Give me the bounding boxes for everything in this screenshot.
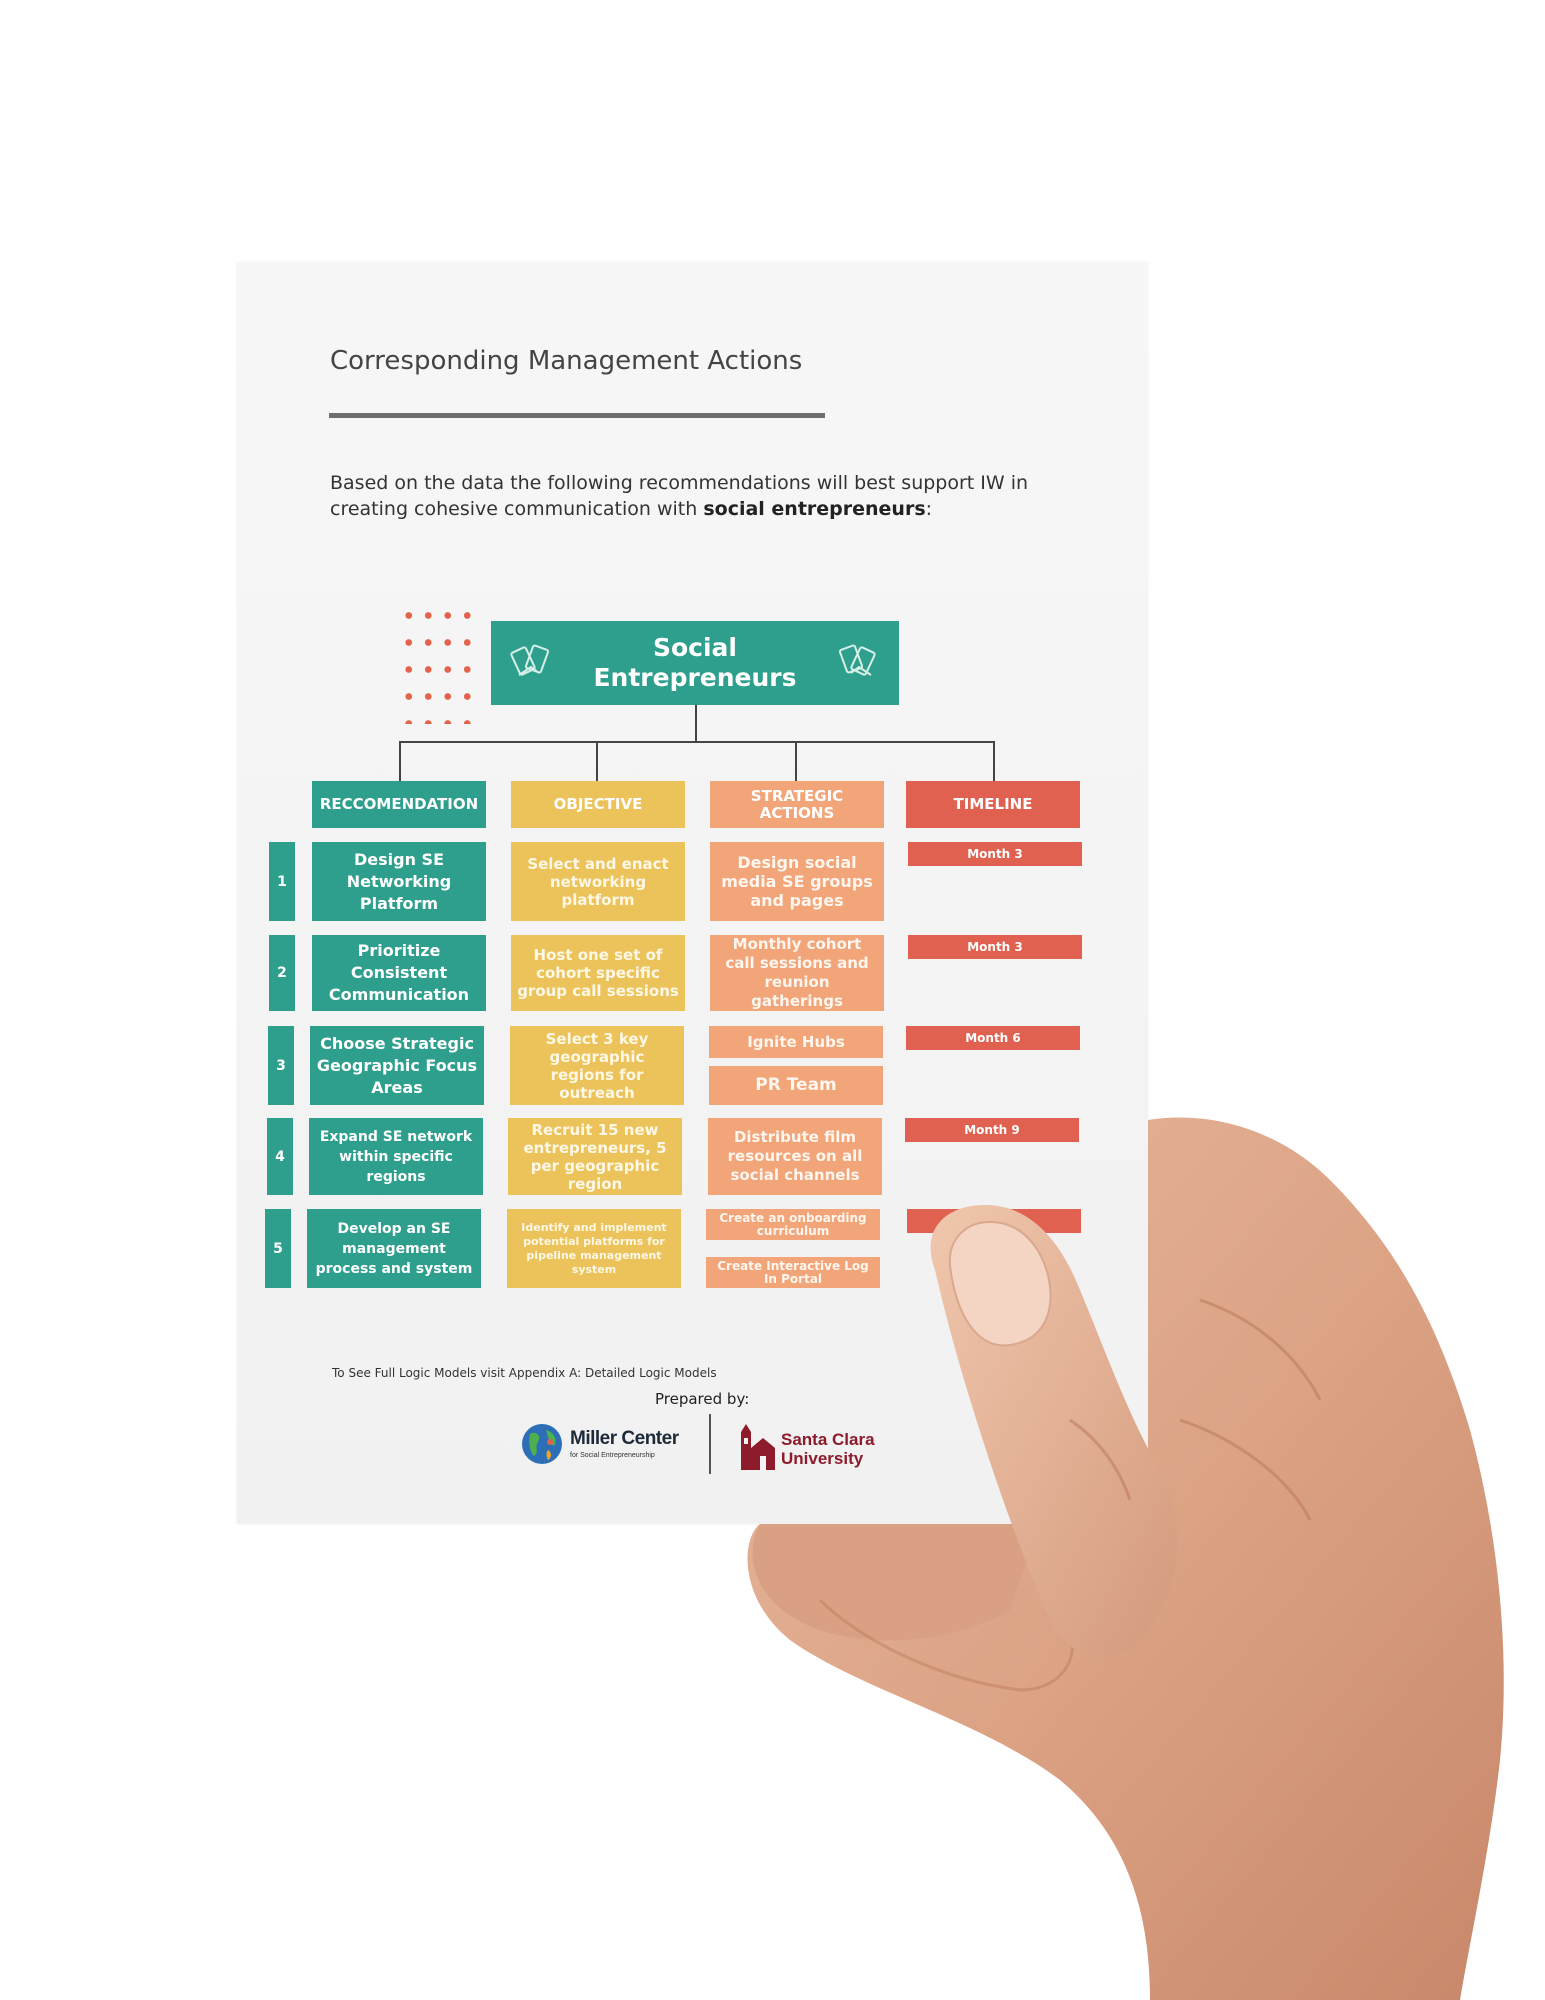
header-timeline: TIMELINE xyxy=(906,781,1080,828)
header-strategic-actions: STRATEGIC ACTIONS xyxy=(710,781,884,828)
row-number: 4 xyxy=(267,1118,293,1195)
intro-text: Based on the data the following recommen… xyxy=(330,472,1029,520)
logo-divider xyxy=(709,1414,711,1474)
santa-clara-line2: University xyxy=(781,1449,864,1468)
objective-cell: Identify and implement potential platfor… xyxy=(507,1209,681,1288)
decorative-dot-grid xyxy=(399,602,475,724)
miller-center-tagline: for Social Entrepreneurship xyxy=(570,1452,655,1459)
intro-punct: : xyxy=(925,498,933,520)
recommendation-cell: Choose Strategic Geographic Focus Areas xyxy=(310,1026,484,1105)
action-cell: Design social media SE groups and pages xyxy=(710,842,884,921)
recommendation-cell: Expand SE network within specific region… xyxy=(309,1118,483,1195)
action-cell: Create an onboarding curriculum xyxy=(706,1209,880,1240)
connector-line xyxy=(695,705,697,742)
santa-clara-line1: Santa Clara xyxy=(781,1430,875,1449)
action-cell: Create Interactive Log In Portal xyxy=(706,1257,880,1288)
santa-clara-name: Santa Clara University xyxy=(781,1430,875,1468)
intro-paragraph: Based on the data the following recommen… xyxy=(330,470,1090,522)
objective-cell: Select 3 key geographic regions for outr… xyxy=(510,1026,684,1105)
thumbnail xyxy=(948,1220,1052,1347)
header-strategic-line1: STRATEGIC xyxy=(750,786,844,805)
connector-line xyxy=(596,741,598,782)
finger xyxy=(818,1598,1075,1692)
finger-crease xyxy=(1199,1298,1322,1401)
action-cell: PR Team xyxy=(709,1066,883,1105)
globe-icon xyxy=(522,1424,562,1464)
action-cell: Monthly cohort call sessions and reunion… xyxy=(710,935,884,1011)
thumb-knuckle xyxy=(1069,1418,1132,1501)
root-label: Social Entrepreneurs xyxy=(593,633,796,693)
intro-bold: social entrepreneurs xyxy=(703,498,926,520)
appendix-footnote: To See Full Logic Models visit Appendix … xyxy=(332,1366,717,1380)
connector-line xyxy=(795,741,797,782)
mission-church-icon xyxy=(741,1424,775,1470)
header-recommendation: RECCOMENDATION xyxy=(312,781,486,828)
connector-line xyxy=(399,741,995,743)
connector-line xyxy=(993,741,995,782)
connector-line xyxy=(399,741,401,782)
finger xyxy=(752,1524,1040,1641)
title-underline xyxy=(329,413,825,418)
objective-cell: Recruit 15 new entrepreneurs, 5 per geog… xyxy=(508,1118,682,1195)
handshake-icon xyxy=(838,644,876,676)
header-strategic-line2: ACTIONS xyxy=(759,803,835,822)
row-number: 1 xyxy=(269,842,295,921)
santa-clara-logo: Santa Clara University xyxy=(735,1422,875,1472)
handshake-icon xyxy=(510,644,550,676)
header-objective: OBJECTIVE xyxy=(511,781,685,828)
action-cell: Ignite Hubs xyxy=(709,1026,883,1058)
recommendation-cell: Design SE Networking Platform xyxy=(312,842,486,921)
recommendation-cell: Prioritize Consistent Communication xyxy=(312,935,486,1011)
row-number: 5 xyxy=(265,1209,291,1288)
recommendation-cell: Develop an SE management process and sys… xyxy=(307,1209,481,1288)
miller-center-name: Miller Center xyxy=(570,1428,679,1449)
timeline-cell: Month 9 xyxy=(905,1118,1079,1142)
objective-cell: Host one set of cohort specific group ca… xyxy=(511,935,685,1011)
root-label-line2: Entrepreneurs xyxy=(593,663,797,692)
prepared-by-label: Prepared by: xyxy=(655,1390,750,1408)
page-title: Corresponding Management Actions xyxy=(330,346,803,376)
finger-crease xyxy=(1179,1418,1312,1521)
timeline-cell: Month 3 xyxy=(908,935,1082,959)
timeline-cell: Month 3 xyxy=(908,842,1082,866)
miller-center-logo: Miller Center for Social Entrepreneurshi… xyxy=(520,1422,700,1470)
row-number: 3 xyxy=(268,1026,294,1105)
timeline-cell: Month 6 xyxy=(906,1026,1080,1050)
document-card: Corresponding Management Actions Based o… xyxy=(237,262,1148,1524)
action-cell: Distribute film resources on all social … xyxy=(708,1118,882,1195)
root-box: Social Entrepreneurs xyxy=(491,621,899,705)
objective-cell: Select and enact networking platform xyxy=(511,842,685,921)
row-number: 2 xyxy=(269,935,295,1011)
root-label-line1: Social xyxy=(652,633,737,662)
